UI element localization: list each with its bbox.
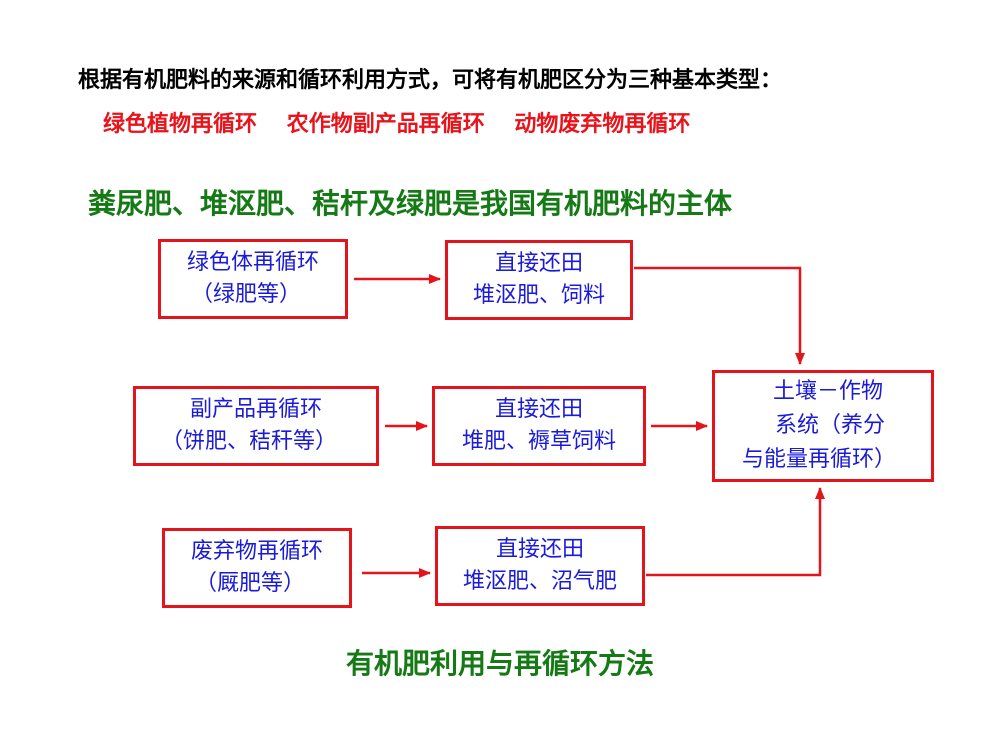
byproduct-source-box: 副产品再循环 （饼肥、秸秆等）: [133, 386, 379, 466]
arrow-green-use-to-system: [634, 266, 805, 365]
byproduct-use-title: 直接还田: [494, 397, 583, 422]
arrow-waste-use-to-system: [646, 487, 825, 577]
byproduct-use-detail: 堆肥、褥草饲料: [461, 429, 616, 454]
waste-use-box: 直接还田 堆沤肥、沼气肥: [435, 526, 645, 606]
soil-crop-system-box: 土壤－作物 系统（养分 与能量再循环）: [712, 370, 934, 482]
waste-source-box: 废弃物再循环 （厩肥等）: [162, 528, 352, 608]
waste-use-detail: 堆沤肥、沼气肥: [462, 569, 617, 594]
system-line-2: 系统（养分: [774, 413, 885, 438]
diagram-caption: 有机肥利用与再循环方法: [345, 647, 654, 680]
green-use-title: 直接还田: [494, 251, 583, 276]
green-source-detail: （绿肥等）: [190, 282, 301, 307]
green-source-title: 绿色体再循环: [186, 250, 319, 275]
type-animal-waste: 动物废弃物再循环: [514, 111, 691, 137]
waste-source-detail: （厩肥等）: [194, 571, 305, 596]
types-row: 绿色植物再循环 农作物副产品再循环 动物废弃物再循环: [103, 106, 712, 138]
waste-source-title: 废弃物再循环: [190, 539, 323, 564]
type-crop-byproduct: 农作物副产品再循环: [286, 111, 485, 137]
green-use-box: 直接还田 堆沤肥、饲料: [445, 240, 633, 320]
byproduct-source-title: 副产品再循环: [189, 397, 322, 422]
green-use-detail: 堆沤肥、饲料: [472, 283, 605, 308]
system-line-3: 与能量再循环）: [741, 447, 896, 472]
headline: 粪尿肥、堆沤肥、秸杆及绿肥是我国有机肥料的主体: [88, 187, 733, 220]
byproduct-use-box: 直接还田 堆肥、褥草饲料: [432, 386, 646, 466]
waste-use-title: 直接还田: [495, 537, 584, 562]
type-green-plant: 绿色植物再循环: [103, 111, 258, 137]
system-line-1: 土壤－作物: [772, 379, 883, 404]
green-source-box: 绿色体再循环 （绿肥等）: [158, 239, 348, 319]
byproduct-source-detail: （饼肥、秸秆等）: [160, 429, 337, 454]
intro-text: 根据有机肥料的来源和循环利用方式，可将有机肥区分为三种基本类型：: [78, 67, 783, 93]
